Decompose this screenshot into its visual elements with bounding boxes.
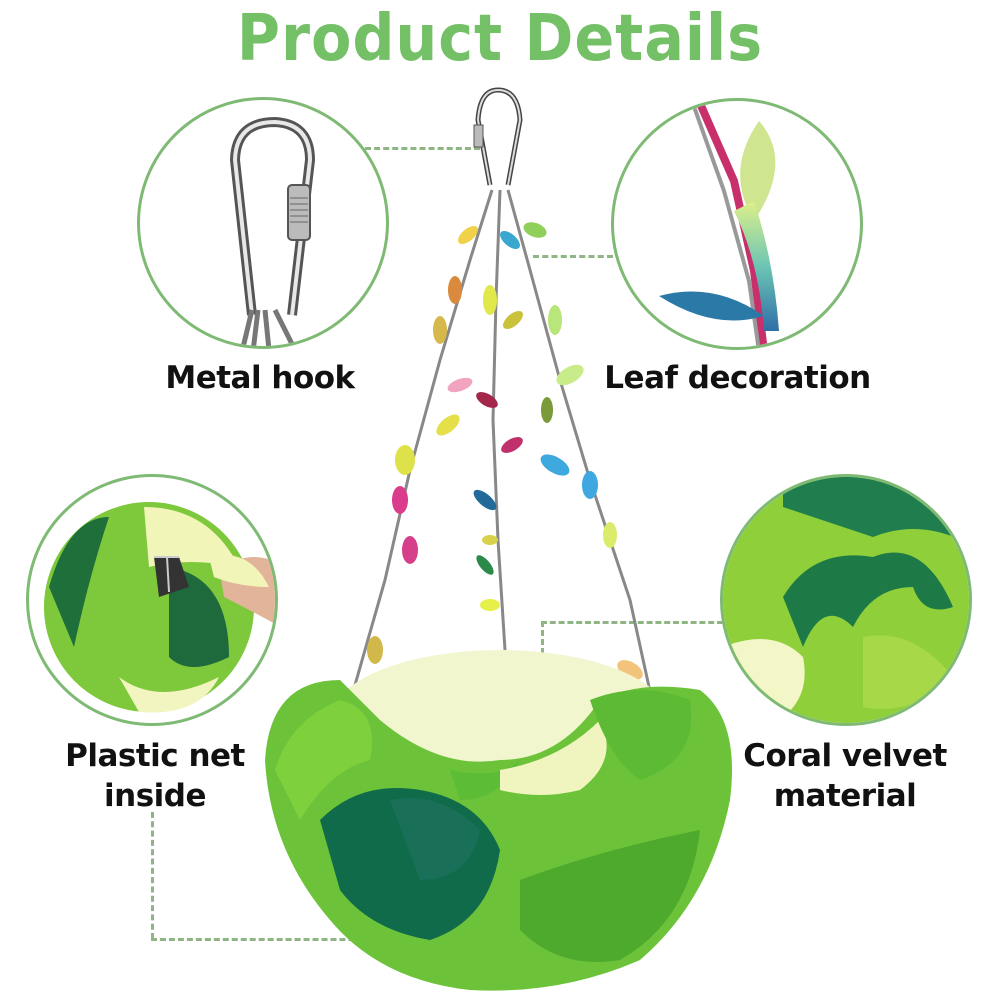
velvet-ball-icon	[44, 502, 275, 713]
coral-velvet-label: Coral velvet material	[735, 736, 955, 816]
leaf-icon	[659, 101, 779, 347]
coral-velvet-label-line1: Coral velvet	[743, 738, 947, 774]
velvet-texture-icon	[723, 477, 969, 723]
plastic-net-label-line2: inside	[104, 778, 207, 814]
leaf-decoration-label: Leaf decoration	[604, 360, 871, 396]
net-connector-line-v	[151, 812, 154, 939]
plastic-net-label-line1: Plastic net	[65, 738, 245, 774]
velvet-connector-line-v	[541, 621, 544, 771]
coral-velvet-detail-image	[720, 474, 972, 726]
top-carabiner-icon	[473, 87, 523, 186]
velvet-connector-line-h	[541, 621, 723, 624]
hook-connector-line	[365, 147, 480, 150]
page-title: Product Details	[236, 2, 764, 76]
net-connector-line-h	[151, 938, 516, 941]
coral-velvet-label-line2: material	[773, 778, 917, 814]
metal-hook-detail-image	[137, 97, 389, 349]
leaf-decoration-detail-image	[611, 98, 863, 350]
leaf-decorations	[320, 222, 661, 741]
leaf-connector-line	[533, 255, 613, 258]
metal-hook-label: Metal hook	[165, 360, 355, 396]
plastic-net-detail-image	[26, 474, 278, 726]
chain-icon	[343, 189, 667, 761]
carabiner-icon	[229, 116, 316, 346]
plastic-net-label: Plastic net inside	[40, 736, 270, 816]
